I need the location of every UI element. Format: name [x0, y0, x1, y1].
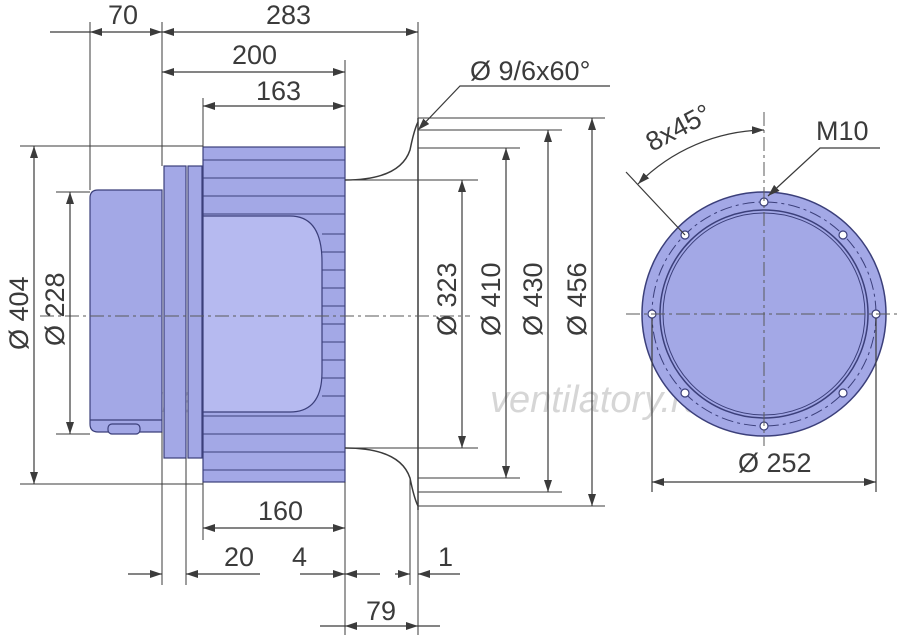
- inlet-nozzle-bottom: [344, 447, 419, 507]
- dim-200: 200: [232, 40, 277, 70]
- dim-d404: Ø 404: [4, 276, 34, 350]
- dim-163: 163: [256, 76, 301, 106]
- dim-4: 4: [292, 542, 307, 572]
- dim-d252: Ø 252: [738, 448, 812, 478]
- mounting-plate: [163, 165, 187, 459]
- mounting-plate-inner: [187, 165, 203, 459]
- dim-283: 283: [266, 0, 311, 30]
- dim-160: 160: [258, 496, 303, 526]
- dim-angle: 8x45°: [641, 98, 716, 157]
- dim-1: 1: [438, 542, 453, 572]
- dim-d456: Ø 456: [562, 262, 592, 336]
- dim-79: 79: [366, 596, 396, 626]
- dim-d228: Ø 228: [40, 272, 70, 346]
- dim-thread: M10: [816, 116, 869, 146]
- motor-foot: [107, 423, 141, 435]
- dim-d430: Ø 430: [518, 262, 548, 336]
- motor-housing: [89, 189, 163, 433]
- rotor-hub: [202, 215, 323, 413]
- dim-70: 70: [108, 0, 138, 30]
- dim-d410: Ø 410: [476, 262, 506, 336]
- side-view: [89, 118, 419, 510]
- inlet-nozzle-top: [344, 121, 419, 181]
- dim-20: 20: [224, 542, 254, 572]
- dim-d323: Ø 323: [432, 262, 462, 336]
- dim-hole: Ø 9/6x60°: [470, 56, 590, 86]
- front-view: [626, 112, 898, 446]
